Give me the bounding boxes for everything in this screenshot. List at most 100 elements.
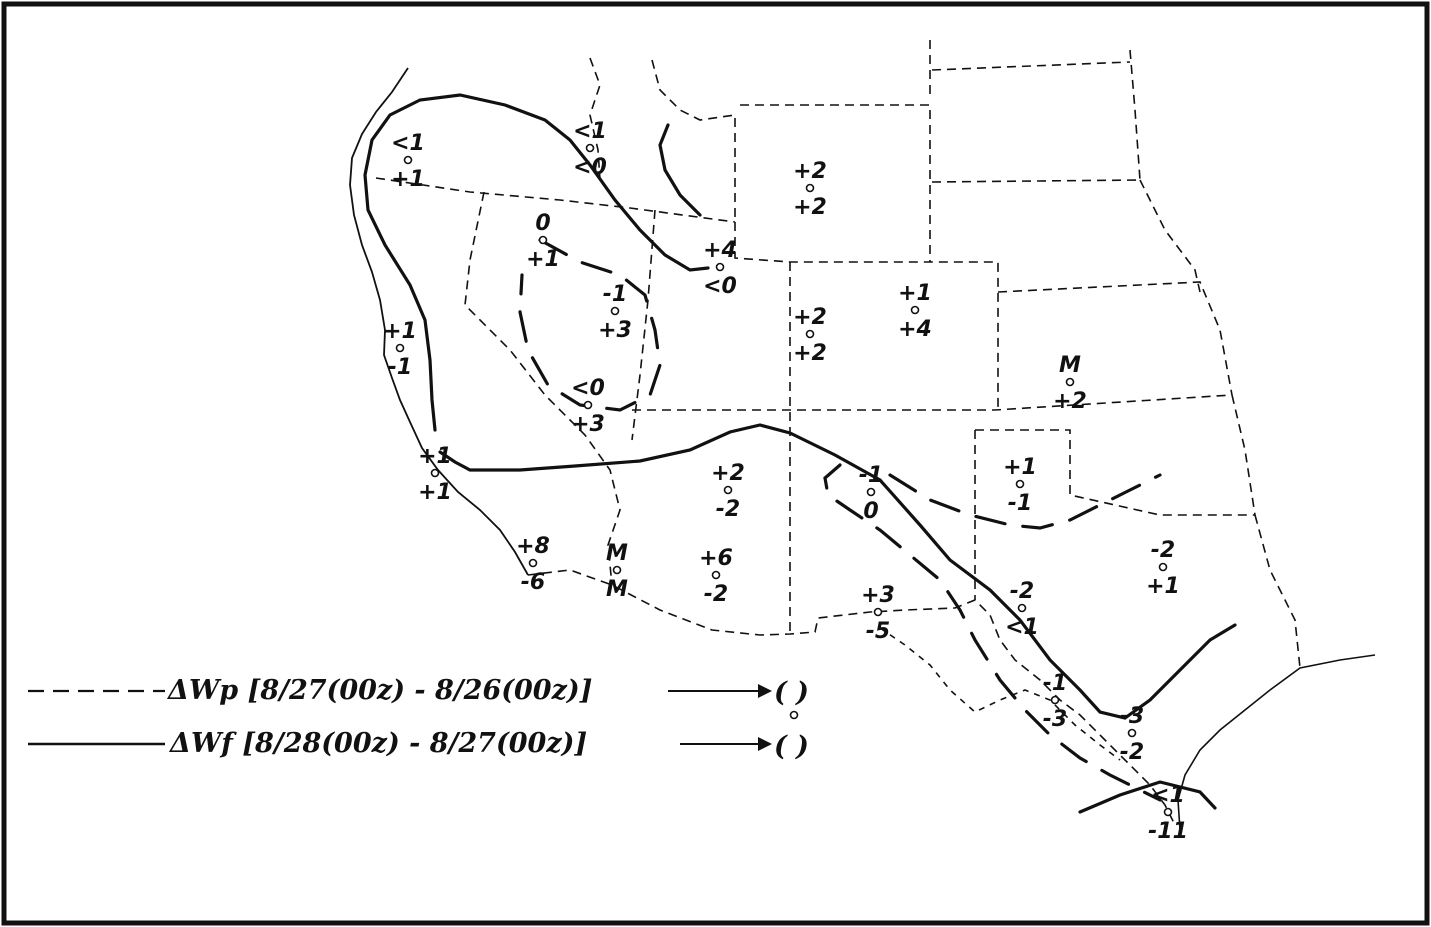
- station-bottom-value: +1: [391, 167, 425, 192]
- station-bottom-value: -2: [1120, 740, 1144, 765]
- station-1: <1+1: [391, 131, 425, 192]
- solid-isolines: [363, 93, 1237, 814]
- station-5: +2+2: [793, 159, 827, 220]
- station-16: +6-2: [699, 546, 733, 607]
- station-top-value: +1: [383, 319, 417, 344]
- station-10: +1+4: [898, 281, 932, 342]
- station-dot: [528, 558, 538, 568]
- station-top-value: +1: [418, 444, 452, 469]
- station-bottom-value: -1: [1008, 491, 1032, 516]
- station-dot: [1127, 728, 1137, 738]
- station-2: <1<0: [573, 119, 607, 180]
- station-dot: [583, 400, 593, 410]
- station-top-value: +6: [699, 546, 733, 571]
- station-dot: [715, 262, 725, 272]
- station-bottom-value: +2: [1053, 389, 1087, 414]
- station-top-value: +2: [711, 461, 745, 486]
- station-dot: [1050, 695, 1060, 705]
- station-top-value: <1: [1151, 783, 1185, 808]
- station-top-value: +3: [861, 583, 895, 608]
- station-15: MM: [606, 541, 628, 602]
- station-bottom-value: 0: [863, 499, 878, 524]
- state-boundaries: [375, 40, 1301, 669]
- station-dot: [1163, 807, 1173, 817]
- station-top-value: +8: [516, 534, 550, 559]
- dashed-isolines: [518, 238, 1162, 802]
- station-top-value: +4: [703, 238, 737, 263]
- station-bottom-value: +1: [1146, 574, 1180, 599]
- station-dot: [1015, 479, 1025, 489]
- station-top-value: -1: [603, 282, 627, 307]
- station-bottom-value: -2: [716, 497, 740, 522]
- station-23: -3-2: [1120, 704, 1144, 765]
- legend-solid-label: ΔWf [8/28(00z) - 8/27(00z)]: [168, 728, 587, 759]
- station-dot: [1158, 562, 1168, 572]
- station-top-value: <0: [571, 376, 605, 401]
- station-top-value: -3: [1120, 704, 1144, 729]
- station-dot: [585, 143, 595, 153]
- gulf-coast-line: [1177, 654, 1376, 831]
- station-24: <1-11: [1148, 783, 1188, 844]
- station-dot: [430, 468, 440, 478]
- station-bottom-value: -6: [521, 570, 545, 595]
- station-bottom-value: +1: [526, 247, 560, 272]
- station-top-value: M: [606, 541, 628, 566]
- station-bottom-value: +3: [571, 412, 605, 437]
- station-bottom-value: -2: [704, 582, 728, 607]
- station-dot: [1065, 377, 1075, 387]
- station-bottom-value: -5: [866, 619, 890, 644]
- coastline: [349, 67, 529, 576]
- station-bottom-value: -3: [1043, 707, 1067, 732]
- station-22: -1-3: [1043, 671, 1067, 732]
- station-dot: [403, 155, 413, 165]
- station-bottom-value: +4: [898, 317, 932, 342]
- station-top-value: +2: [793, 305, 827, 330]
- station-top-value: -1: [1043, 671, 1067, 696]
- station-top-value: -2: [1010, 579, 1034, 604]
- map-legend: ΔWp [8/27(00z) - 8/26(00z)] ( ) ΔWf [8/2…: [28, 675, 809, 762]
- station-top-value: +1: [898, 281, 932, 306]
- station-12: +1-1: [1003, 455, 1037, 516]
- mexico-coast-line: [879, 627, 1121, 761]
- legend-dashed-arrow-head: [758, 684, 772, 698]
- legend-solid-arrow-head: [758, 737, 772, 751]
- station-7: <0+3: [571, 376, 605, 437]
- station-top-value: 0: [535, 211, 550, 236]
- station-top-value: M: [1059, 353, 1081, 378]
- station-bottom-value: -1: [388, 355, 412, 380]
- station-8: +1-1: [383, 319, 417, 380]
- station-bottom-value: +3: [598, 318, 632, 343]
- station-bottom-value: <0: [703, 274, 737, 299]
- station-dot: [873, 607, 883, 617]
- station-dot: [612, 565, 622, 575]
- station-top-value: -1: [859, 463, 883, 488]
- station-dot: [805, 329, 815, 339]
- station-18: +1+1: [418, 444, 452, 505]
- station-21: -2<1: [1005, 579, 1039, 640]
- station-dot: [610, 306, 620, 316]
- station-bottom-value: -11: [1148, 819, 1188, 844]
- station-dot: [711, 570, 721, 580]
- station-19: -2+1: [1146, 538, 1180, 599]
- station-top-value: +2: [793, 159, 827, 184]
- station-bottom-value: <1: [1005, 615, 1039, 640]
- station-9: +2+2: [793, 305, 827, 366]
- station-dot: [723, 485, 733, 495]
- station-top-value: <1: [573, 119, 607, 144]
- station-top-value: +1: [1003, 455, 1037, 480]
- station-3: 0+1: [526, 211, 560, 272]
- station-bottom-value: M: [606, 577, 628, 602]
- station-14: +8-6: [516, 534, 550, 595]
- station-11: M +2: [1053, 353, 1087, 414]
- station-dot: [805, 183, 815, 193]
- mexico-border-line: [527, 569, 1176, 826]
- station-top-value: -2: [1151, 538, 1175, 563]
- station-13: +2-2: [711, 461, 745, 522]
- station-dot: [395, 343, 405, 353]
- legend-dashed-paren: ( ): [774, 677, 809, 708]
- station-20: +3-5: [861, 583, 895, 644]
- station-6: -1+3: [598, 282, 632, 343]
- station-bottom-value: <0: [573, 155, 607, 180]
